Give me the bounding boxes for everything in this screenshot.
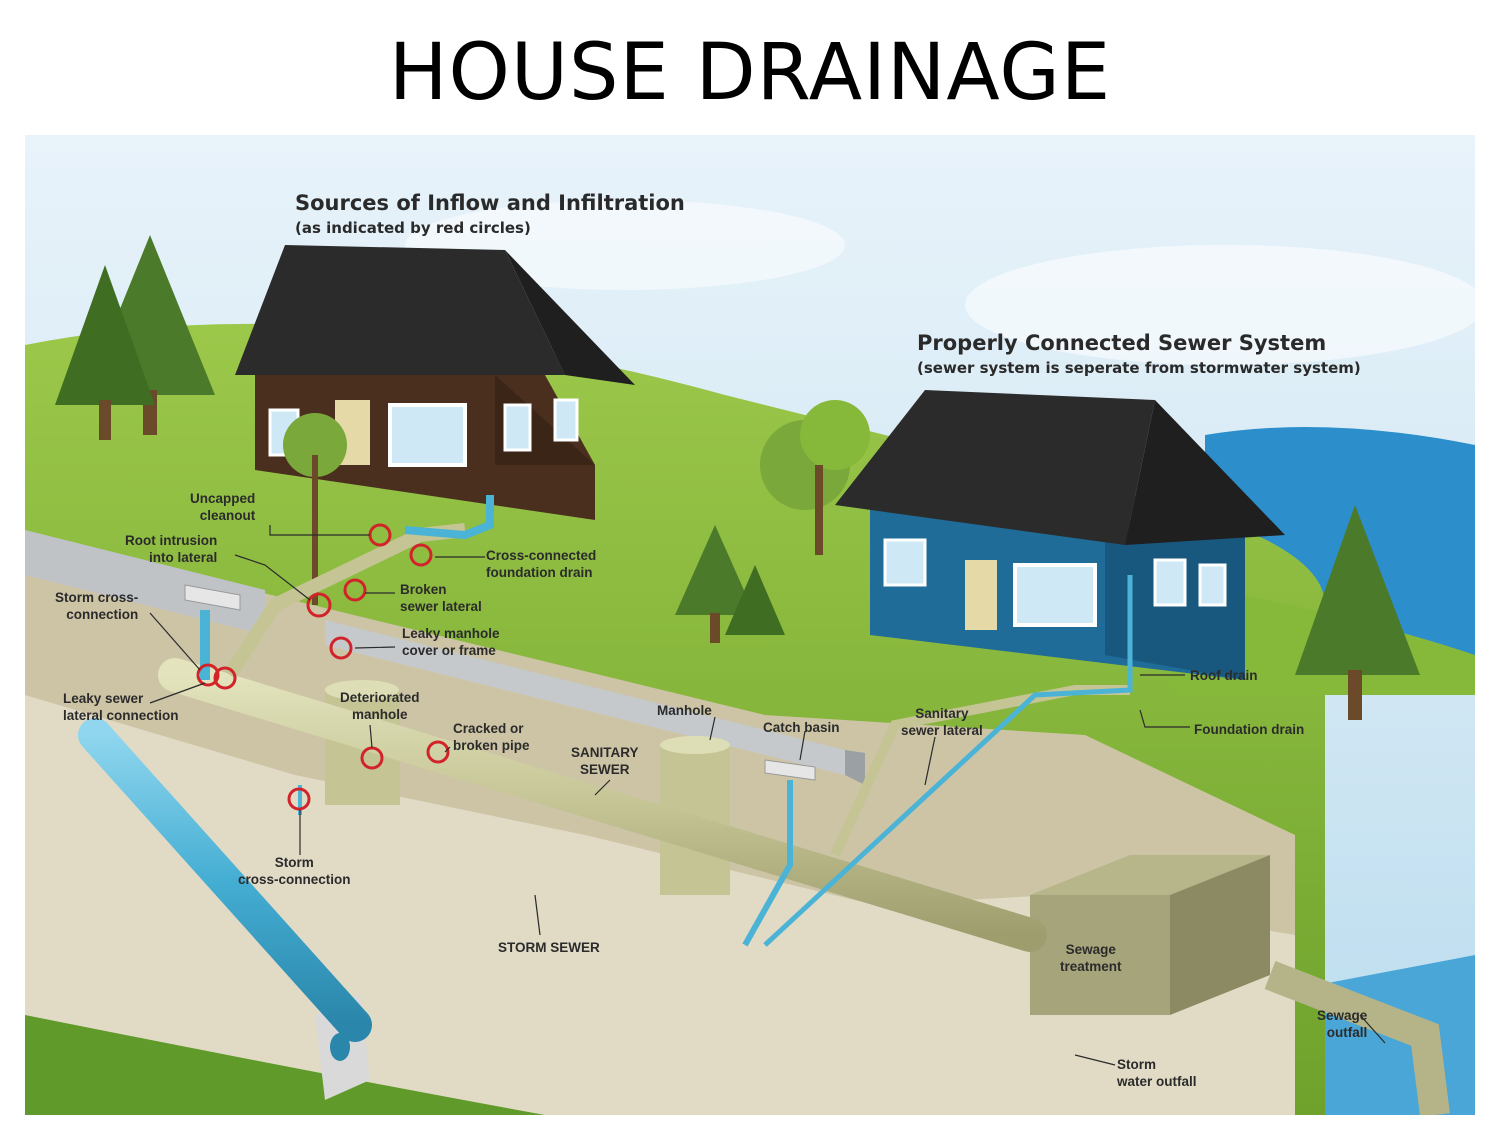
proper-system-heading: Properly Connected Sewer System (sewer s… [917, 331, 1361, 377]
sidewalk-slab [325, 620, 845, 775]
storm-sewer-pipe [78, 718, 372, 1042]
left-yard-tree [283, 413, 347, 605]
defect-circle [343, 578, 367, 602]
label-root-intrusion: Root intrusion into lateral [125, 533, 218, 565]
left-house [235, 245, 635, 520]
label-storm-cross-connection-bottom: Storm cross-connection [238, 855, 351, 887]
scene-svg [25, 135, 1485, 1117]
label-storm-cross-connection-top: Storm cross- connection [55, 590, 139, 622]
inflow-heading: Sources of Inflow and Infiltration (as i… [295, 191, 685, 237]
label-leaky-sewer-lateral-connection: Leaky sewer lateral connection [63, 691, 179, 723]
label-storm-sewer: STORM SEWER [498, 940, 600, 955]
label-uncapped-cleanout: Uncapped cleanout [190, 491, 256, 523]
label-storm-water-outfall: Storm water outfall [1117, 1057, 1197, 1089]
defect-circle [306, 592, 332, 618]
label-roof-drain: Roof drain [1190, 668, 1258, 683]
label-cracked-pipe: Cracked or broken pipe [453, 721, 530, 753]
label-broken-sewer-lateral: Broken sewer lateral [400, 582, 482, 614]
defect-circle [329, 636, 353, 660]
label-deteriorated-manhole: Deteriorated manhole [340, 690, 420, 722]
label-sanitary-sewer: SANITARY SEWER [571, 745, 639, 777]
proper-system-heading-subtitle: (sewer system is seperate from stormwate… [917, 359, 1361, 377]
defect-circle [426, 740, 450, 764]
street-curb [25, 530, 265, 635]
catch-basin-grate [764, 759, 816, 781]
defect-circle [213, 666, 237, 690]
defect-circle [409, 543, 433, 567]
label-cross-connected-foundation-drain: Cross-connected foundation drain [486, 548, 597, 580]
street-catch-basin-grate [184, 584, 241, 611]
sanitary-sewer-pipe [158, 658, 1450, 1117]
label-leaky-manhole-cover: Leaky manhole cover or frame [402, 626, 500, 658]
defect-circle [287, 787, 311, 811]
sewage-treatment-box [1030, 855, 1270, 1015]
cloud [965, 245, 1485, 365]
label-sewage-treatment: Sewage treatment [1060, 942, 1122, 974]
drainage-illustration: Sources of Inflow and Infiltration (as i… [25, 135, 1485, 1117]
pine-trees-left [55, 235, 215, 440]
inflow-heading-title: Sources of Inflow and Infiltration [295, 191, 685, 215]
leader-lines [149, 525, 1386, 1066]
defect-circle [196, 663, 220, 687]
label-catch-basin: Catch basin [763, 720, 840, 735]
defect-markers [196, 523, 450, 811]
label-sanitary-sewer-lateral: Sanitary sewer lateral [901, 706, 983, 738]
inflow-heading-subtitle: (as indicated by red circles) [295, 219, 531, 237]
foreground-grass [25, 1015, 545, 1115]
page-title: HOUSE DRAINAGE [388, 28, 1112, 118]
label-sewage-outfall: Sewage outfall [1317, 1008, 1368, 1040]
right-house [835, 390, 1285, 680]
label-foundation-drain: Foundation drain [1194, 722, 1305, 737]
storm-connections [200, 495, 1133, 947]
pine-tree-right [1295, 505, 1420, 720]
pine-trees-middle [675, 525, 785, 643]
deciduous-tree [760, 400, 870, 555]
label-manhole: Manhole [657, 703, 712, 718]
proper-system-heading-title: Properly Connected Sewer System [917, 331, 1327, 355]
